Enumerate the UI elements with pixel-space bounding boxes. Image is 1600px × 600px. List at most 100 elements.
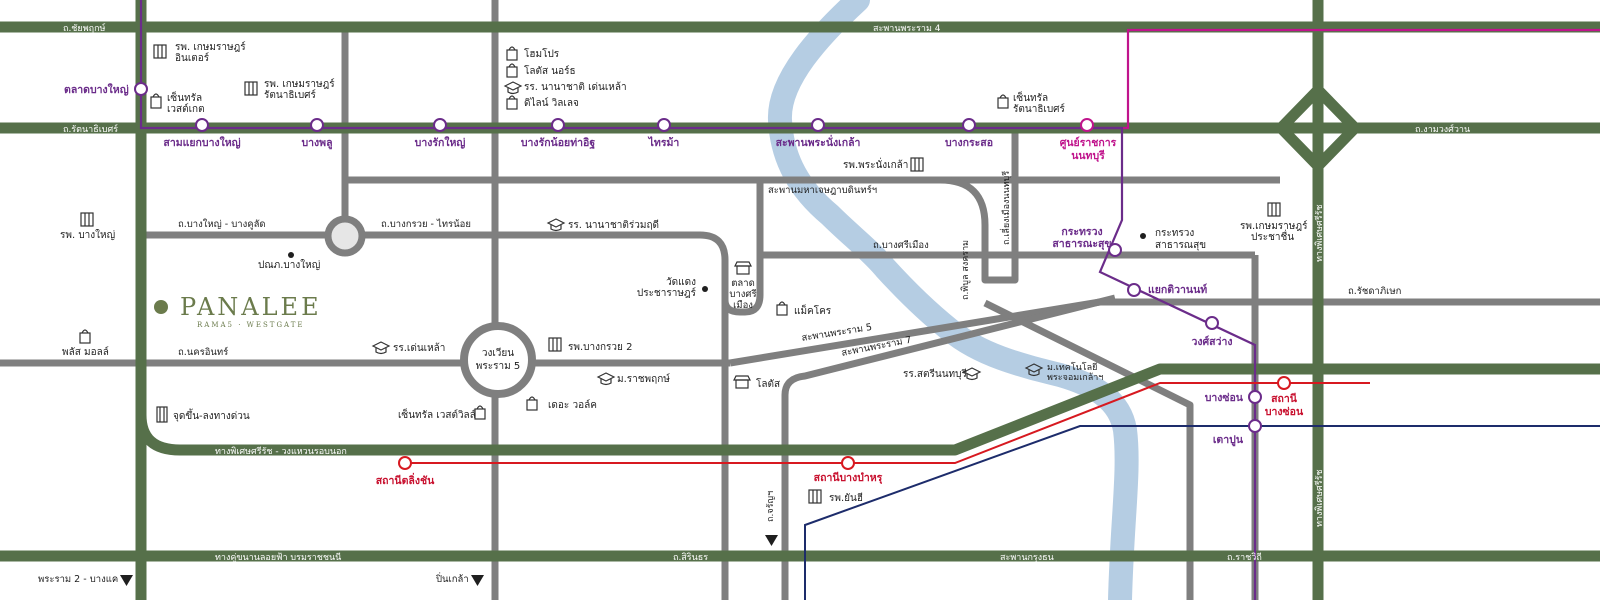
rama5-circle-label-1: วงเวียน: [482, 347, 514, 359]
expressway-access-icon: [156, 406, 168, 423]
station-marker: [1277, 376, 1291, 390]
location-dot: [1140, 233, 1146, 239]
red-line-stations: สถานีตลิ่งชัน สถานีบางบำหรุ สถานี บางซ่อ…: [376, 376, 1304, 487]
place-wat-daeng-1: วัดแดง: [666, 277, 696, 288]
station-ministry-health-l2: สาธารณะสุข: [1052, 238, 1111, 251]
station-bang-son-red-l2: บางซ่อน: [1265, 406, 1304, 418]
station-marker: [433, 118, 447, 132]
red-line: [405, 382, 1370, 464]
place-makro: แม็คโคร: [794, 303, 832, 317]
rama5-circle-label-2: พระราม 5: [476, 361, 520, 372]
shopping-bag-icon: [150, 93, 162, 109]
place-ministry-health-1: กระทรวง: [1155, 228, 1194, 239]
hospital-icon: [80, 212, 94, 227]
station-sam-yaek-bang-yai: สามแยกบางใหญ่: [163, 135, 240, 149]
road-bangkruai-sainoi: ถ.บางกรวย - ไทรน้อย: [381, 218, 471, 230]
hospital-icon: [1267, 202, 1281, 217]
station-talad-bang-yai: ตลาดบางใหญ่: [64, 82, 129, 96]
place-yanhee-hosp: รพ.ยันฮี: [829, 492, 863, 504]
station-marker: [962, 118, 976, 132]
place-central-westgate-2: เวสต์เกต: [167, 103, 205, 115]
station-phra-nang-klao: สะพานพระนั่งเกล้า: [776, 134, 861, 149]
place-bangkruai2-hosp: รพ.บางกรวย 2: [568, 342, 632, 353]
road-bangsimueang: ถ.บางศรีเมือง: [873, 239, 929, 251]
place-kmutnb-1: ม.เทคโนโลยี: [1047, 362, 1097, 373]
shopping-bag-icon: [506, 46, 518, 61]
location-dot: [288, 252, 294, 258]
expressway-interchange: [1273, 82, 1363, 174]
station-marker: [1127, 283, 1141, 297]
place-satrinont-school: รร.สตรีนนทบุรี: [903, 368, 968, 380]
place-plus-mall: พลัส มอลล์: [62, 346, 109, 358]
purple-line: [139, 0, 1257, 600]
road-charan: ถ.จรัญฯ: [766, 491, 776, 522]
station-wong-sawang: วงศ์สว่าง: [1191, 335, 1232, 348]
place-kmutnb-2: พระจอมเกล้าฯ: [1047, 372, 1103, 383]
shopping-bag-icon: [506, 63, 518, 78]
station-marker: [195, 118, 209, 132]
place-nanachat-ruam: รร. นานาชาติร่วมฤดี: [568, 219, 659, 231]
station-marker: [1248, 390, 1262, 404]
place-bangyai-hosp: รพ. บางใหญ่: [60, 229, 115, 241]
road-nakhonin: ถ.นครอินทร์: [178, 346, 228, 358]
station-marker: [1248, 419, 1262, 433]
place-bangsimueang-market-1: ตลาด: [731, 278, 755, 289]
brand-name: PANALEE: [180, 293, 322, 321]
station-bang-phlu: บางพลู: [301, 137, 332, 150]
place-lotus-north: โลตัส นอร์ธ: [524, 64, 576, 77]
road-rattanathibet: ถ.รัตนาธิเบศร์: [63, 123, 118, 135]
shopping-bag-icon: [506, 95, 518, 110]
place-kasemrad-inter-1: รพ. เกษมราษฎร์: [175, 41, 246, 53]
place-central-ratt-1: เซ็นทรัล: [1013, 90, 1048, 104]
location-dot: [702, 286, 708, 292]
place-rajapruk-univ: ม.ราชพฤกษ์: [617, 373, 670, 385]
direction-pinklao: ปิ่นเกล้า: [435, 572, 469, 585]
place-the-walk: เดอะ วอล์ค: [548, 399, 597, 411]
place-kasemrad-ratt-1: รพ. เกษมราษฎร์: [264, 78, 335, 90]
road-bypass: ถ.เลี่ยงเมืองนนทบุรี: [999, 171, 1012, 245]
road-pibul: ถ.พิบูล สงคราม: [960, 240, 971, 300]
place-central-westgate-1: เซ็นทรัล: [167, 90, 202, 104]
bridge-rama4: สะพานพระราม 4: [873, 24, 941, 34]
station-tao-poon: เตาปูน: [1213, 434, 1244, 447]
station-marker: [134, 82, 148, 96]
station-marker: [841, 456, 855, 470]
station-marker: [1205, 316, 1219, 330]
station-bang-bamru: สถานีบางบำหรุ: [814, 471, 883, 485]
market-icon: [733, 375, 751, 389]
brand-tagline: RAMA5 · WESTGATE: [197, 321, 305, 329]
road-sirat-lower: ทางพิเศษศรีรัช: [1314, 469, 1325, 527]
place-kasemrad-ratt-2: รัตนาธิเบศร์: [264, 89, 317, 101]
place-homepro: โฮมโปร: [524, 47, 560, 60]
place-wat-daeng-2: ประชาราษฎร์: [637, 287, 697, 299]
school-icon: [503, 81, 523, 95]
school-icon: [1024, 363, 1044, 377]
station-marker: [310, 118, 324, 132]
road-bangyai-bangkulat: ถ.บางใหญ่ - บางคูลัด: [178, 218, 266, 230]
place-prachachuen-hosp-2: ประชาชื่น: [1251, 229, 1294, 243]
station-bang-rak-yai: บางรักใหญ่: [415, 135, 466, 149]
station-sai-ma: ไทรม้า: [648, 136, 680, 149]
station-marker: [551, 118, 565, 132]
station-yaek-tiwanon: แยกติวานนท์: [1148, 283, 1207, 296]
direction-arrow-rama2: [120, 575, 133, 586]
hospital-icon: [153, 44, 167, 59]
place-expressway-access: จุดขึ้น-ลงทางด่วน: [173, 408, 250, 422]
hospital-icon: [808, 489, 822, 504]
station-bang-kraso: บางกระสอ: [945, 137, 993, 149]
station-bang-rak-noi: บางรักน้อยท่าอิฐ: [521, 136, 595, 149]
station-marker: [811, 118, 825, 132]
shopping-bag-icon: [474, 405, 486, 420]
shopping-bag-icon: [776, 301, 788, 316]
road-sirat-upper: ทางพิเศษศรีรัช: [1314, 204, 1325, 262]
shopping-bag-icon: [526, 396, 538, 411]
points-of-interest: รพ. เกษมราษฎร์ อินเตอร์ เซ็นทรัล เวสต์เก…: [60, 41, 1308, 504]
place-bangsimueang-market-3: เมือง: [733, 300, 753, 311]
purple-line-stations: ตลาดบางใหญ่ สามแยกบางใหญ่ บางพลู บางรักใ…: [64, 82, 1262, 447]
bridge-maha-chesada: สะพานมหาเจษฎาบดินทร์ฯ: [768, 184, 877, 196]
direction-arrow-pinklao: [471, 575, 484, 586]
direction-rama2: พระราม 2 - บางแค: [38, 574, 118, 585]
road-ratchawithi: ถ.ราชวิถี: [1227, 552, 1262, 563]
project-logo: PANALEE RAMA5 · WESTGATE: [154, 293, 322, 329]
